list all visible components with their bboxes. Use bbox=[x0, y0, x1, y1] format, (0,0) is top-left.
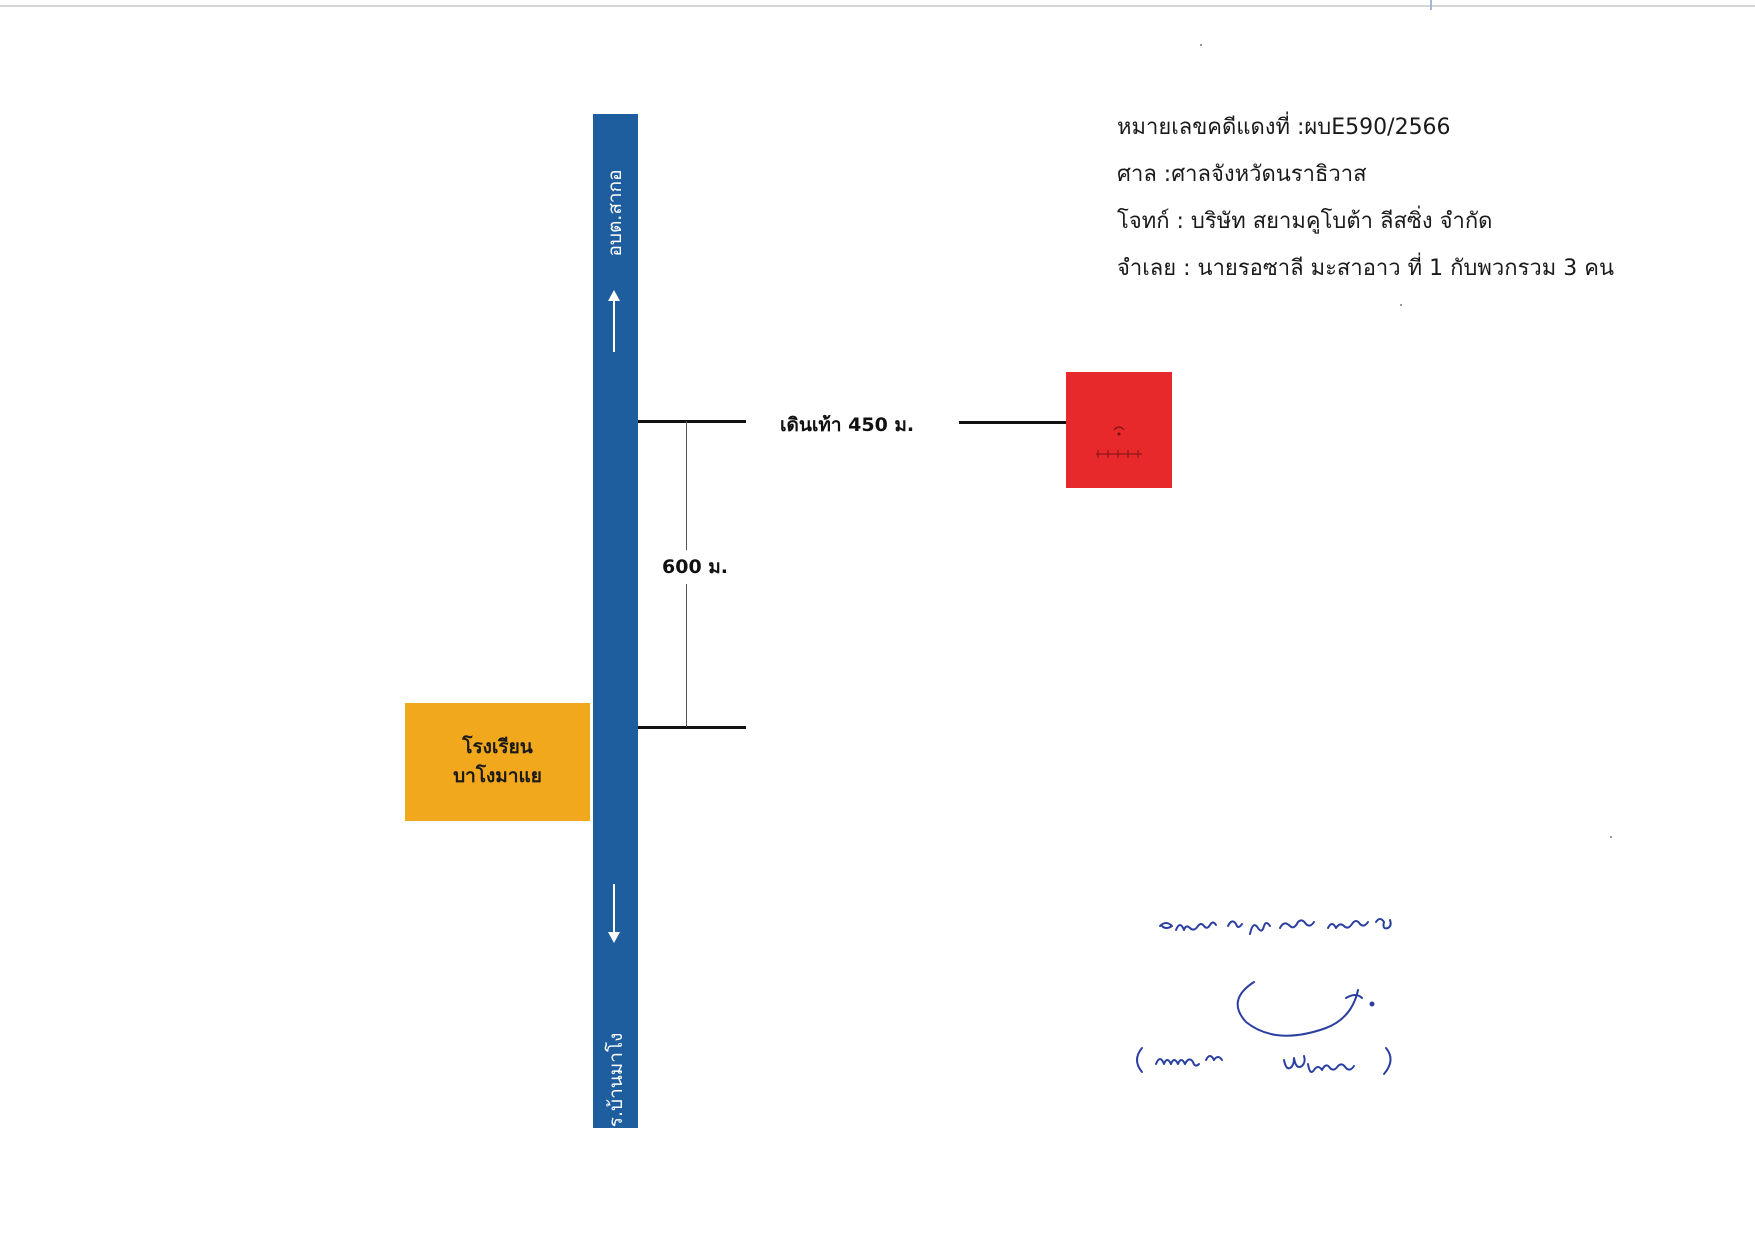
main-road bbox=[593, 114, 638, 1128]
walk-distance-label: เดินเท้า 450 ม. bbox=[780, 410, 915, 440]
school-marker: โรงเรียน บาโงมาแย bbox=[405, 703, 590, 821]
court-name: ศาล :ศาลจังหวัดนราธิวาส bbox=[1117, 162, 1367, 187]
road-label-bottom: รร.บ้านมาโง bbox=[605, 1032, 627, 1138]
arrow-up-shaft bbox=[613, 300, 615, 352]
case-number: หมายเลขคดีแดงที่ :ผบE590/2566 bbox=[1117, 115, 1451, 140]
property-marking-icon bbox=[1096, 426, 1142, 458]
signature-drawing bbox=[1136, 918, 1392, 1075]
target-property-marker bbox=[1066, 372, 1172, 488]
scan-speck bbox=[1200, 44, 1202, 46]
scan-speck bbox=[1400, 304, 1402, 306]
school-branch-line bbox=[638, 726, 746, 729]
school-label-line2: บาโงมาแย bbox=[453, 765, 542, 787]
school-label-line1: โรงเรียน bbox=[462, 736, 533, 758]
plaintiff-name: โจทก์ : บริษัท สยามคูโบต้า ลีสซิ่ง จำกัด bbox=[1117, 209, 1493, 234]
arrow-down-icon bbox=[608, 932, 620, 943]
top-border-line bbox=[0, 5, 1755, 7]
road-label-top: อบต.สากอ bbox=[604, 169, 626, 257]
scan-speck bbox=[1610, 836, 1612, 838]
defendant-name: จำเลย : นายรอซาลี มะสาอาว ที่ 1 กับพวกรว… bbox=[1117, 256, 1614, 281]
arrow-down-shaft bbox=[613, 884, 615, 936]
walk-path-line-right bbox=[959, 421, 1066, 424]
handwritten-signature bbox=[1120, 900, 1490, 1100]
top-corner-mark bbox=[1430, 0, 1432, 10]
case-info-block: หมายเลขคดีแดงที่ :ผบE590/2566 ศาล :ศาลจั… bbox=[1117, 104, 1614, 292]
arrow-up-icon bbox=[608, 290, 620, 301]
road-distance-label: 600 ม. bbox=[660, 550, 731, 584]
walk-path-line-left bbox=[638, 420, 746, 423]
